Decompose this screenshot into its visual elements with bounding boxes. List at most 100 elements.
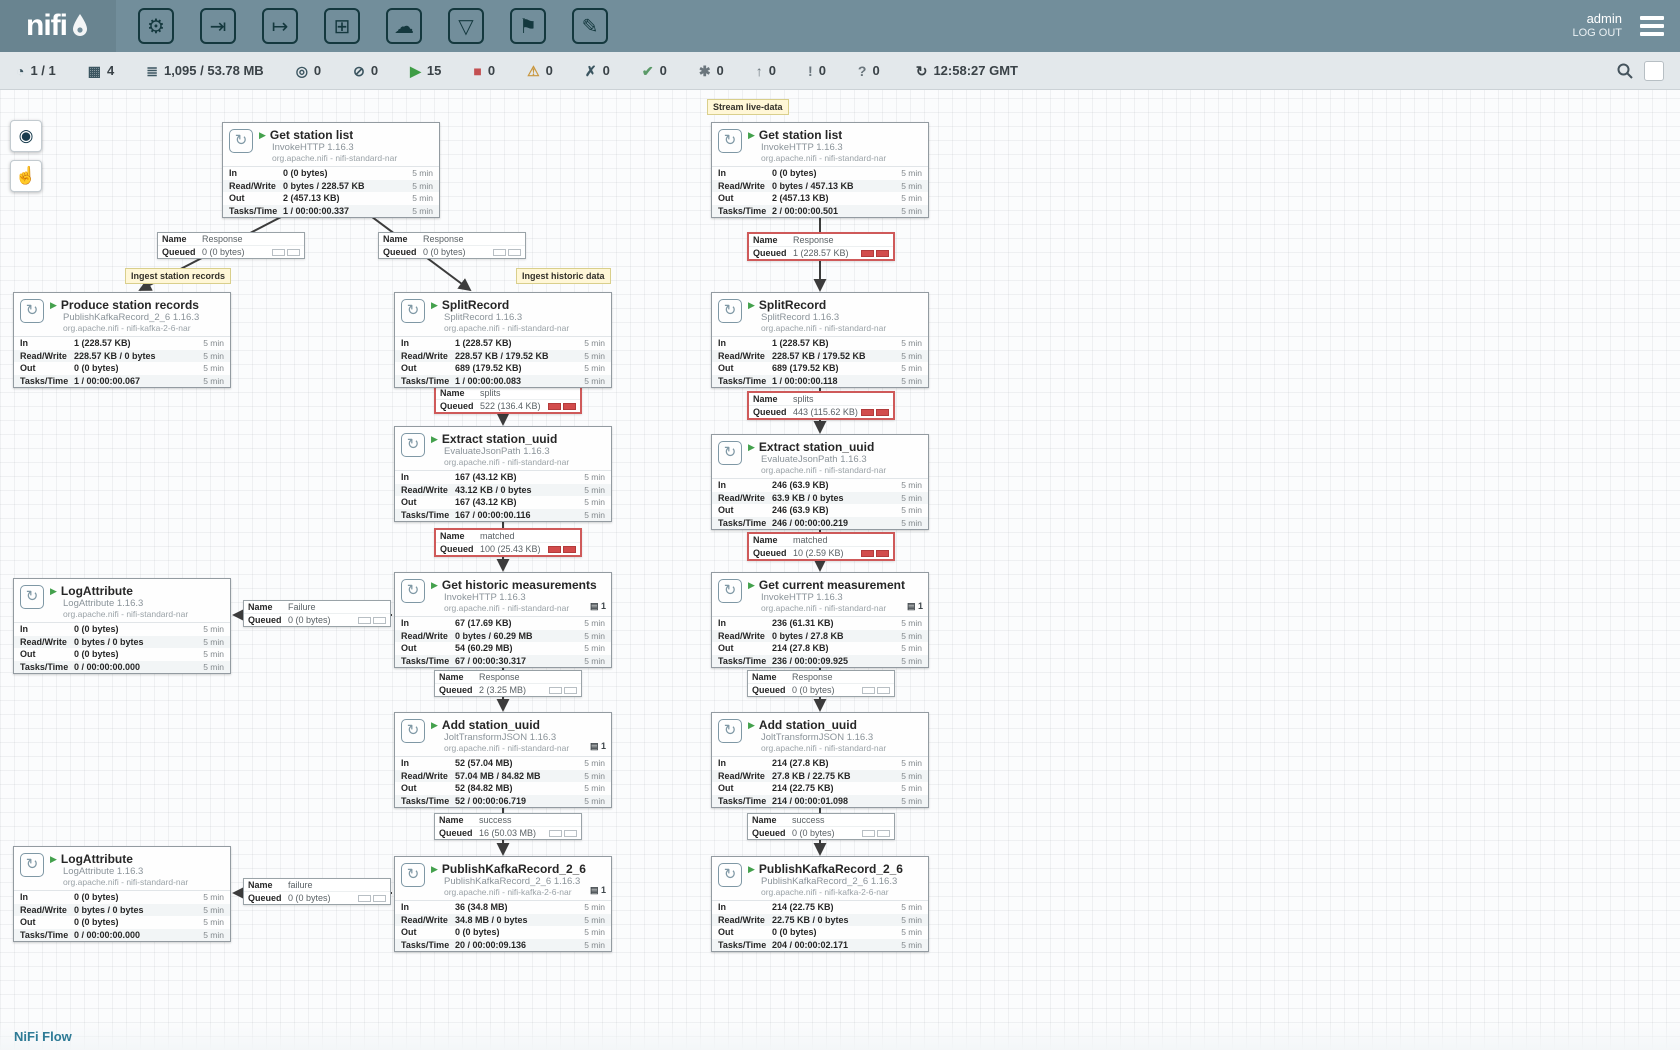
connection-failure[interactable]: Name failure Queued 0 (0 bytes) [243, 878, 391, 905]
connection-queued: 0 (0 bytes) [288, 615, 358, 625]
processor-extract-station-uuid[interactable]: ↻ ▶ Extract station_uuid EvaluateJsonPat… [394, 426, 612, 522]
processor-get-station-list[interactable]: ↻ ▶ Get station list InvokeHTTP 1.16.3 o… [222, 122, 440, 218]
search-icon[interactable] [1616, 62, 1634, 80]
stat-label: Tasks/Time [401, 655, 455, 668]
connection-matched[interactable]: Name matched Queued 10 (2.59 KB) [747, 532, 895, 561]
processor-add-station-uuid[interactable]: ↻ ▶ Add station_uuid JoltTransformJSON 1… [394, 712, 612, 808]
connection-queued-key: Queued [753, 407, 793, 417]
label-stream-live-data[interactable]: Stream live-data [707, 99, 789, 115]
remote-process-group-icon: ☁ [394, 14, 414, 39]
stat-value: 20 / 00:00:09.136 [455, 939, 575, 952]
stat-value: 0 / 00:00:00.000 [74, 661, 194, 674]
processor-titles: ▶ Get current measurement InvokeHTTP 1.1… [748, 578, 922, 613]
processor-header: ↻ ▶ Extract station_uuid EvaluateJsonPat… [712, 435, 928, 478]
template-tool[interactable]: ⚑ [510, 8, 546, 44]
connection-failure[interactable]: Name Failure Queued 0 (0 bytes) [243, 600, 391, 627]
stat-window: 5 min [892, 757, 922, 770]
queue-size-indicator [877, 687, 890, 694]
processor-header: ↻ ▶ Get historic measurements InvokeHTTP… [395, 573, 611, 616]
connection-splits[interactable]: Name splits Queued 443 (115.62 KB) [747, 391, 895, 420]
processor-title: SplitRecord [442, 298, 509, 312]
stat-label: Read/Write [401, 770, 455, 783]
stat-value: 1 (228.57 KB) [772, 337, 892, 350]
stat-value: 22.75 KB / 0 bytes [772, 914, 892, 927]
logout-link[interactable]: LOG OUT [1572, 27, 1622, 41]
processor-type-icon: ↻ [718, 129, 742, 153]
processor-icon: ⚙ [147, 14, 165, 39]
label-ingest-historic-data[interactable]: Ingest historic data [516, 268, 611, 284]
birdseye-button[interactable]: ◉ [10, 120, 42, 152]
processor-bundle: org.apache.nifi - nifi-standard-nar [761, 743, 922, 753]
stat-label: In [401, 617, 455, 630]
processor-publishkafkarecord-2-6[interactable]: ↻ ▶ PublishKafkaRecord_2_6 PublishKafkaR… [711, 856, 929, 952]
processor-type-icon: ↻ [401, 863, 425, 887]
processor-bundle: org.apache.nifi - nifi-standard-nar [444, 323, 605, 333]
connection-queued: 0 (0 bytes) [792, 828, 862, 838]
connection-response[interactable]: Name Response Queued 0 (0 bytes) [157, 232, 305, 259]
connection-response[interactable]: Name Response Queued 2 (3.25 MB) [434, 670, 582, 697]
connection-success[interactable]: Name success Queued 0 (0 bytes) [747, 813, 895, 840]
processor-add-station-uuid[interactable]: ↻ ▶ Add station_uuid JoltTransformJSON 1… [711, 712, 929, 808]
label-ingest-station-records[interactable]: Ingest station records [125, 268, 231, 284]
processor-get-historic-measurements[interactable]: ↻ ▶ Get historic measurements InvokeHTTP… [394, 572, 612, 668]
queue-indicators [358, 895, 386, 902]
processor-produce-station-records[interactable]: ↻ ▶ Produce station records PublishKafka… [13, 292, 231, 388]
processor-logattribute[interactable]: ↻ ▶ LogAttribute LogAttribute 1.16.3 org… [13, 846, 231, 942]
connection-response[interactable]: Name Response Queued 0 (0 bytes) [378, 232, 526, 259]
input-port-tool[interactable]: ⇥ [200, 8, 236, 44]
processor-type: SplitRecord 1.16.3 [761, 312, 922, 323]
connection-matched[interactable]: Name matched Queued 100 (25.43 KB) [434, 528, 582, 557]
processor-tool[interactable]: ⚙ [138, 8, 174, 44]
connection-name-row: Name failure [244, 879, 390, 891]
processor-header: ↻ ▶ PublishKafkaRecord_2_6 PublishKafkaR… [712, 857, 928, 900]
stat-row: Read/Write 34.8 MB / 0 bytes 5 min [395, 914, 611, 927]
stat-row: In 36 (34.8 MB) 5 min [395, 901, 611, 914]
processor-splitrecord[interactable]: ↻ ▶ SplitRecord SplitRecord 1.16.3 org.a… [711, 292, 929, 388]
processor-bundle: org.apache.nifi - nifi-standard-nar [761, 603, 922, 613]
funnel-tool[interactable]: ▽ [448, 8, 484, 44]
connection-success[interactable]: Name success Queued 16 (50.03 MB) [434, 813, 582, 840]
connection-splits[interactable]: Name splits Queued 522 (136.4 KB) [434, 385, 582, 414]
stat-value: 1 / 00:00:00.067 [74, 375, 194, 388]
processor-splitrecord[interactable]: ↻ ▶ SplitRecord SplitRecord 1.16.3 org.a… [394, 292, 612, 388]
processor-get-current-measurement[interactable]: ↻ ▶ Get current measurement InvokeHTTP 1… [711, 572, 929, 668]
queue-count-indicator [861, 409, 874, 416]
connection-response[interactable]: Name Response Queued 0 (0 bytes) [747, 670, 895, 697]
processor-type: InvokeHTTP 1.16.3 [761, 592, 922, 603]
stat-window: 5 min [892, 479, 922, 492]
search-input[interactable] [1644, 61, 1664, 81]
processor-get-station-list[interactable]: ↻ ▶ Get station list InvokeHTTP 1.16.3 o… [711, 122, 929, 218]
output-port-tool[interactable]: ↦ [262, 8, 298, 44]
stat-row: Out 0 (0 bytes) 5 min [712, 926, 928, 939]
processor-titles: ▶ Extract station_uuid EvaluateJsonPath … [748, 440, 922, 475]
process-group-tool[interactable]: ⊞ [324, 8, 360, 44]
selection-hand-button[interactable]: ☝ [10, 160, 42, 192]
stat-row: Read/Write 0 bytes / 0 bytes 5 min [14, 636, 230, 649]
breadcrumb[interactable]: NiFi Flow [14, 1029, 72, 1044]
global-menu-button[interactable] [1638, 12, 1666, 40]
processor-logattribute[interactable]: ↻ ▶ LogAttribute LogAttribute 1.16.3 org… [13, 578, 231, 674]
connection-name: matched [480, 531, 576, 541]
stat-value: 689 (179.52 KB) [772, 362, 892, 375]
stat-window: 5 min [892, 782, 922, 795]
stat-row: Read/Write 0 bytes / 0 bytes 5 min [14, 904, 230, 917]
stat-value: 214 (27.8 KB) [772, 757, 892, 770]
processor-publishkafkarecord-2-6[interactable]: ↻ ▶ PublishKafkaRecord_2_6 PublishKafkaR… [394, 856, 612, 952]
processor-extract-station-uuid[interactable]: ↻ ▶ Extract station_uuid EvaluateJsonPat… [711, 434, 929, 530]
status-value: 0 [371, 63, 378, 78]
user-block: admin LOG OUT [1572, 11, 1622, 41]
connection-response[interactable]: Name Response Queued 1 (228.57 KB) [747, 232, 895, 261]
label-tool[interactable]: ✎ [572, 8, 608, 44]
processor-title: Get historic measurements [442, 578, 597, 592]
remote-process-group-tool[interactable]: ☁ [386, 8, 422, 44]
stat-label: In [20, 337, 74, 350]
queue-indicators [549, 687, 577, 694]
stat-value: 0 / 00:00:00.000 [74, 929, 194, 942]
funnel-icon: ▽ [458, 14, 473, 39]
status-connected-nodes: ◔ 1 / 1 [16, 63, 56, 78]
stat-value: 1 (228.57 KB) [455, 337, 575, 350]
connection-name: Failure [288, 602, 386, 612]
connection-name-row: Name Response [158, 233, 304, 245]
stat-value: 2 / 00:00:00.501 [772, 205, 892, 218]
